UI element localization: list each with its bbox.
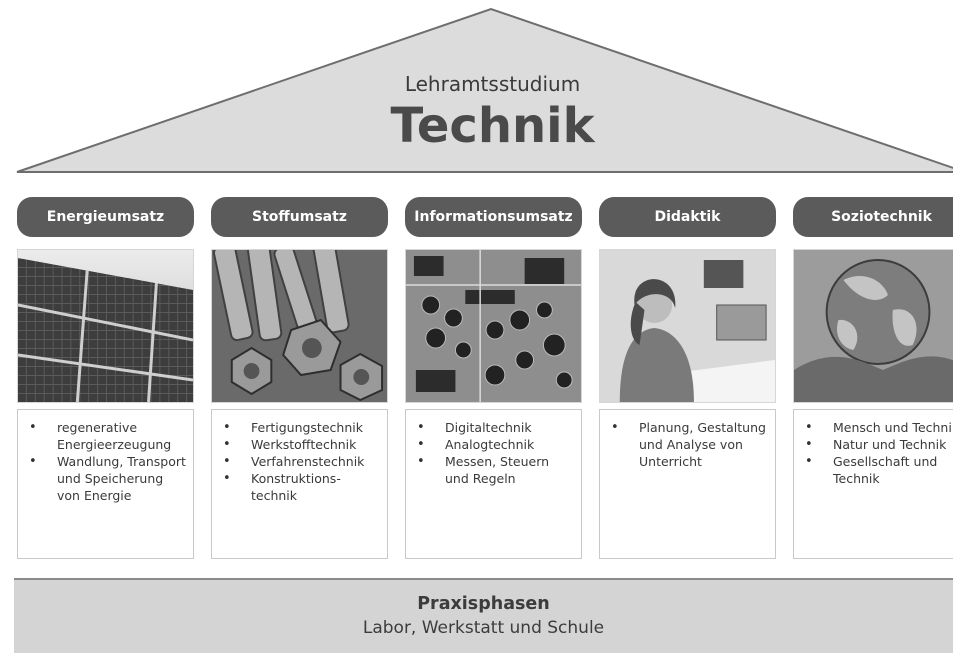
pillar-header: Soziotechnik — [793, 197, 953, 237]
list-item: Analogtechnik — [414, 436, 575, 453]
list-item: Verfahrenstechnik — [220, 453, 381, 470]
pillar-list: Digitaltechnik Analogtechnik Messen, Ste… — [405, 409, 582, 559]
pillar-stoffumsatz: Stoffumsatz Fertigungstechnik Werkstofft… — [211, 197, 388, 559]
roof — [16, 7, 953, 173]
roof-title: Technik — [390, 98, 595, 154]
pillar-list: Planung, Gestaltung und Analyse von Unte… — [599, 409, 776, 559]
roof-triangle — [16, 7, 953, 173]
pillar-header: Stoffumsatz — [211, 197, 388, 237]
pillar-header: Informationsumsatz — [405, 197, 582, 237]
foundation-subtitle: Labor, Werkstatt und Schule — [362, 618, 605, 638]
list-item: Mensch und Technik — [802, 419, 953, 436]
pillar-header: Energieumsatz — [17, 197, 194, 237]
pillar-soziotechnik: Soziotechnik Mensch und Technik Natur un… — [793, 197, 953, 559]
pillar-header: Didaktik — [599, 197, 776, 237]
pillar-informationsumsatz: Informationsumsatz Digitaltechnik Analog… — [405, 197, 582, 559]
circuit-board-photo-icon — [405, 249, 582, 403]
list-item: Planung, Gestaltung und Analyse von Unte… — [608, 419, 769, 470]
solar-panel-photo-icon — [17, 249, 194, 403]
foundation-title: Praxisphasen — [417, 594, 550, 614]
list-item: Gesellschaft und Technik — [802, 453, 953, 487]
pillar-list: Mensch und Technik Natur und Technik Ges… — [793, 409, 953, 559]
list-item: Werkstofftechnik — [220, 436, 381, 453]
pillar-didaktik: Didaktik Planung, Gestaltung und Analyse… — [599, 197, 776, 559]
list-item: Konstruktions-technik — [220, 470, 381, 504]
pillar-list: regenerative Energieerzeugung Wandlung, … — [17, 409, 194, 559]
bolts-and-nuts-photo-icon — [211, 249, 388, 403]
roof-subtitle: Lehramtsstudium — [404, 72, 581, 96]
list-item: Wandlung, Transport und Speicherung von … — [26, 453, 187, 504]
list-item: Natur und Technik — [802, 436, 953, 453]
pillar-list: Fertigungstechnik Werkstofftechnik Verfa… — [211, 409, 388, 559]
list-item: regenerative Energieerzeugung — [26, 419, 187, 453]
pillar-energieumsatz: Energieumsatz regenerative Energieerzeug… — [17, 197, 194, 559]
foundation: Praxisphasen Labor, Werkstatt und Schule — [14, 578, 953, 653]
teacher-at-desk-photo-icon — [599, 249, 776, 403]
list-item: Fertigungstechnik — [220, 419, 381, 436]
list-item: Digitaltechnik — [414, 419, 575, 436]
globe-in-hands-photo-icon — [793, 249, 953, 403]
list-item: Messen, Steuern und Regeln — [414, 453, 575, 487]
